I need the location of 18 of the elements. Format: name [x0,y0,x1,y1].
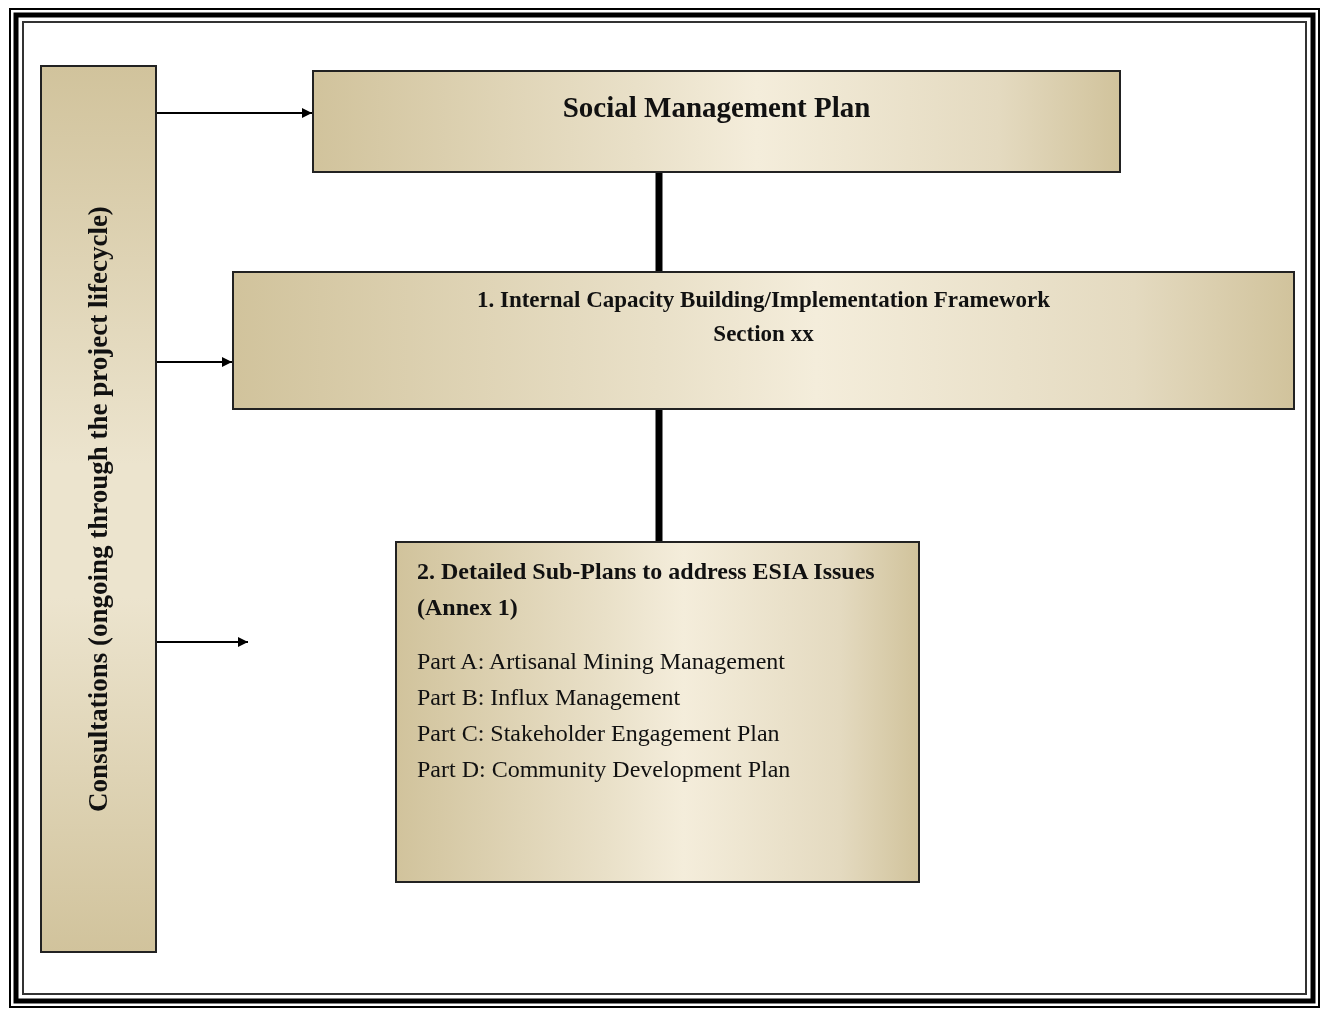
arrow [156,637,249,647]
process-box [395,541,920,883]
list-item: Part A: Artisanal Mining Management [417,647,786,676]
list-item: Part C: Stakeholder Engagement Plan [417,719,781,748]
box-title: Social Management Plan [561,90,872,125]
arrow [156,357,233,367]
arrow [156,108,313,118]
list-item: Part B: Influx Management [417,683,682,712]
box-subtitle: Section xx [713,320,814,348]
box-heading: 2. Detailed Sub-Plans to address ESIA Issues (Annex 1) [417,557,876,622]
connector-line [655,410,663,541]
process-box [312,70,1121,173]
box-label: Consultations (ongoing through the project lifecycle) [81,205,114,814]
process-box [232,271,1295,410]
side-bar [40,65,157,953]
connector-line [655,173,663,271]
box-title: 1. Internal Capacity Building/Implementation Framework [476,286,1051,314]
list-item: Part D: Community Development Plan [417,755,792,784]
